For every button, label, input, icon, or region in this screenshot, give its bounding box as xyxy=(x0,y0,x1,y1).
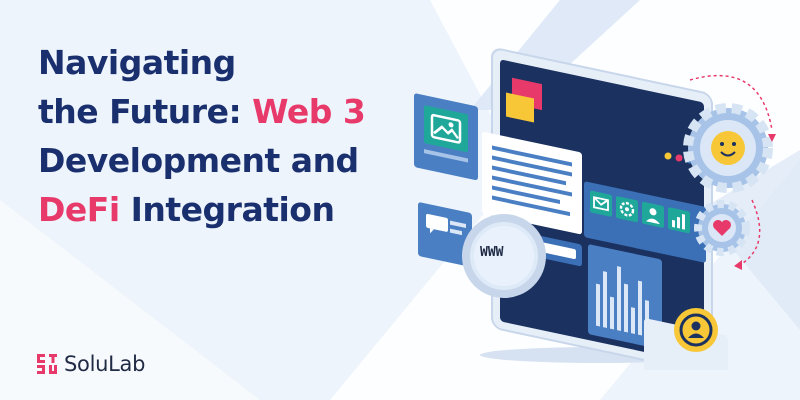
image-panel xyxy=(414,93,478,181)
title-line-1: Navigating xyxy=(38,43,236,82)
bar-chart-icon xyxy=(668,207,690,234)
web3-illustration: WWW xyxy=(414,48,776,370)
icon-tiles xyxy=(584,181,706,263)
heart-icon xyxy=(713,219,731,236)
gear-icon xyxy=(616,196,638,223)
title-line-3: Development and xyxy=(38,141,359,180)
solulab-logo-icon xyxy=(37,354,57,374)
magnifier-icon: WWW xyxy=(462,214,556,328)
title-line-4: DeFi Integration xyxy=(38,185,418,234)
image-icon xyxy=(430,113,462,144)
page-title: Navigating the Future: Web 3 Development… xyxy=(38,38,418,234)
title-line-2-accent: Web 3 xyxy=(252,92,366,131)
chat-bubble-icon xyxy=(426,213,448,234)
smiley-icon xyxy=(711,131,745,165)
graph-panel xyxy=(588,244,662,350)
large-gear xyxy=(683,103,773,193)
document-panel xyxy=(482,132,582,235)
title-line-2-plain: the Future: xyxy=(38,92,253,131)
mail-icon xyxy=(590,190,612,217)
small-gear xyxy=(694,200,750,256)
chat-panel xyxy=(418,202,472,267)
title-line-2: the Future: Web 3 xyxy=(38,87,418,136)
title-line-4-plain: Integration xyxy=(119,190,335,229)
user-sync-icon xyxy=(644,308,728,370)
user-icon xyxy=(642,201,664,228)
brand: SoluLab xyxy=(36,352,145,376)
orbit-arrows xyxy=(689,74,776,270)
brand-name: SoluLab xyxy=(64,352,146,376)
decor-blocks xyxy=(506,77,542,123)
title-line-4-accent: DeFi xyxy=(38,190,120,229)
magnifier-text: WWW xyxy=(480,245,504,260)
